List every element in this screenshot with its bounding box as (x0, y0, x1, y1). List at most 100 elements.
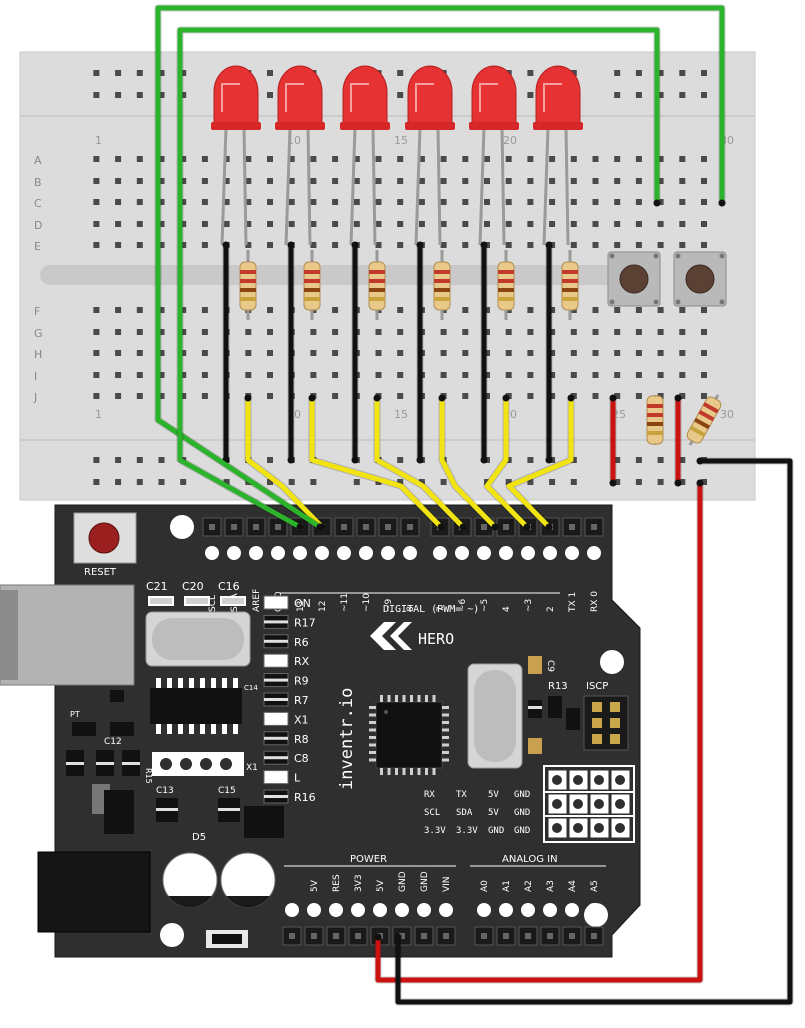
rail-hole (527, 457, 534, 463)
push-button-2[interactable] (673, 251, 727, 307)
part-label-d5: D5 (192, 832, 206, 843)
breadboard-hole (570, 350, 577, 356)
power-pin-label: 3V3 (354, 874, 364, 892)
breadboard-hole (592, 372, 599, 378)
breadboard-hole (332, 156, 339, 162)
breadboard-hole (93, 199, 100, 205)
pin-dot (499, 903, 513, 917)
breadboard-hole (93, 307, 100, 313)
iscp-pin[interactable] (592, 718, 602, 728)
breadboard-hole (115, 178, 122, 184)
iscp-pin[interactable] (610, 718, 620, 728)
pin-dot (381, 546, 395, 560)
breadboard-hole (136, 350, 143, 356)
breadboard-hole (288, 156, 295, 162)
rail-hole (614, 479, 621, 485)
breadboard-hole (549, 372, 556, 378)
iscp-pin[interactable] (592, 734, 602, 744)
breadboard-hole (397, 350, 404, 356)
push-button-1[interactable] (607, 251, 661, 307)
iscp-pin[interactable] (592, 702, 602, 712)
breadboard-hole (679, 199, 686, 205)
breadboard-hole (375, 372, 382, 378)
rail-hole (397, 92, 404, 98)
breadboard-hole (93, 393, 100, 399)
rail-hole (570, 457, 577, 463)
pin-dot (271, 546, 285, 560)
breadboard-hole (635, 156, 642, 162)
breadboard-hole (267, 372, 273, 378)
rail-hole (397, 457, 404, 463)
breadboard-hole (397, 307, 404, 313)
rail-hole (136, 92, 143, 98)
rail-hole (93, 457, 100, 463)
status-label: L (294, 772, 301, 785)
breadboard-hole (245, 242, 252, 248)
pinout-cell: 5V (488, 808, 499, 818)
breadboard-hole (115, 329, 122, 335)
rail-hole (180, 479, 187, 485)
breadboard-hole (310, 199, 317, 205)
wire-red-rail (609, 394, 617, 487)
breadboard-hole (592, 393, 599, 399)
top-pin-label: ~9 (384, 598, 394, 612)
row-letter-d: D (34, 219, 42, 232)
breadboard-hole (462, 199, 469, 205)
part-label-r13: R13 (548, 681, 568, 692)
breadboard-hole (570, 329, 577, 335)
pin-dot (477, 903, 491, 917)
analog-pin-label: A0 (480, 880, 490, 892)
breadboard-hole (418, 178, 425, 184)
led-3 (340, 65, 390, 246)
breadboard-hole (267, 242, 273, 248)
top-pin-label: 7 (436, 606, 446, 612)
rail-hole (115, 479, 122, 485)
breadboard-hole (592, 156, 599, 162)
rail-hole (527, 92, 534, 98)
resistor-1 (239, 250, 257, 320)
reset-label: RESET (84, 567, 117, 578)
pin-dot (587, 546, 601, 560)
breadboard-hole (223, 221, 230, 227)
breadboard-hole (136, 372, 143, 378)
breadboard-hole (679, 329, 686, 335)
rail-hole (353, 479, 360, 485)
breadboard-row-letters: A B C D E F G H I J (33, 154, 43, 404)
breadboard-hole (527, 242, 534, 248)
breadboard-hole (245, 199, 252, 205)
breadboard-hole (440, 199, 447, 205)
breadboard-hole (505, 221, 512, 227)
pin-dot (521, 903, 535, 917)
misc-parts: C14 PT C12 R15 X1 C13 C15 D5 C9 R13 ISCP (66, 656, 608, 948)
breadboard-hole (462, 221, 469, 227)
breadboard-hole (245, 221, 252, 227)
col-number-bottom-15: 15 (394, 408, 408, 421)
iscp-pin[interactable] (610, 734, 620, 744)
pin-dot (439, 903, 453, 917)
breadboard-hole (679, 393, 686, 399)
breadboard-hole (93, 156, 100, 162)
breadboard-hole (267, 393, 273, 399)
rail-hole (158, 479, 165, 485)
analog-pin-label: A5 (590, 880, 600, 892)
breadboard-hole (245, 329, 252, 335)
wire-black-led-4 (416, 241, 424, 464)
part-label-c13: C13 (156, 786, 174, 796)
wire-yellow-4 (438, 394, 499, 531)
part-label-iscp: ISCP (586, 681, 608, 692)
breadboard-hole (332, 178, 339, 184)
breadboard-hole (136, 178, 143, 184)
breadboard-hole (440, 221, 447, 227)
breadboard-hole (267, 329, 273, 335)
breadboard-hole (136, 307, 143, 313)
reset-button[interactable] (73, 512, 137, 564)
rail-hole (93, 70, 100, 76)
breadboard-hole (635, 199, 642, 205)
wire-black-gnd (394, 457, 794, 1006)
pinout-cell: 5V (488, 790, 499, 800)
breadboard-hole (310, 178, 317, 184)
col-number-top-1: 1 (95, 134, 102, 147)
breadboard-hole (440, 329, 447, 335)
rail-hole (180, 92, 187, 98)
iscp-pin[interactable] (610, 702, 620, 712)
